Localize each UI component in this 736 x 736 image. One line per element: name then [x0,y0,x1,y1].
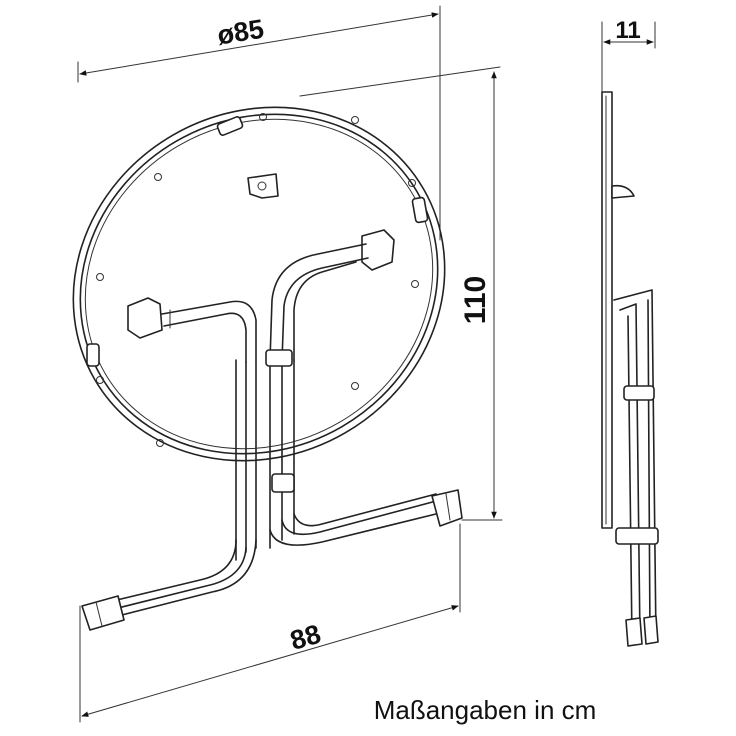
width-label: 88 [287,619,324,656]
diameter-label: ø85 [215,14,266,51]
units-caption: Maßangaben in cm [374,695,597,725]
left-upper-arm-outer [161,300,257,361]
table-top [72,106,446,462]
side-foot-right [643,615,659,645]
depth-dimension: 11 [601,17,656,93]
lower-column-clamp [271,473,295,493]
right-upper-arm-outer [269,243,367,361]
depth-label: 11 [615,17,640,44]
left-foot [81,595,125,631]
right-leg-outer [281,499,441,536]
diameter-dimension-line [79,12,439,76]
left-leg-inner [117,539,257,617]
table-frame [81,229,463,631]
right-leg-inner [269,511,445,546]
side-foot-left [625,617,643,647]
side-upper-clamp [623,385,655,401]
height-extension-top [299,66,501,97]
table-top-outer-rim [72,106,446,462]
height-label: 110 [459,276,492,324]
right-arm-bracket [361,229,395,271]
center-hinge [247,173,279,199]
left-upper-arm-inner [163,312,247,363]
side-table-top [601,91,613,529]
table-top-groove [84,118,434,450]
right-upper-arm-inner [281,257,369,361]
diameter-dimension: ø85 [77,5,441,241]
width-dimension: 88 [79,523,461,723]
upper-column-clamp [265,349,293,367]
right-foot [431,489,463,527]
side-lower-clamp [615,527,659,545]
width-dimension-line [81,605,459,717]
side-hinge [611,184,635,199]
left-arm-bracket [127,297,163,339]
height-dimension: 110 [299,66,503,521]
side-leg-front [613,289,657,641]
screw-holes [96,113,419,447]
side-view [601,91,659,647]
rim-clips [86,116,429,367]
table-top-inner-rim [79,113,439,455]
left-leg-outer [99,539,237,605]
